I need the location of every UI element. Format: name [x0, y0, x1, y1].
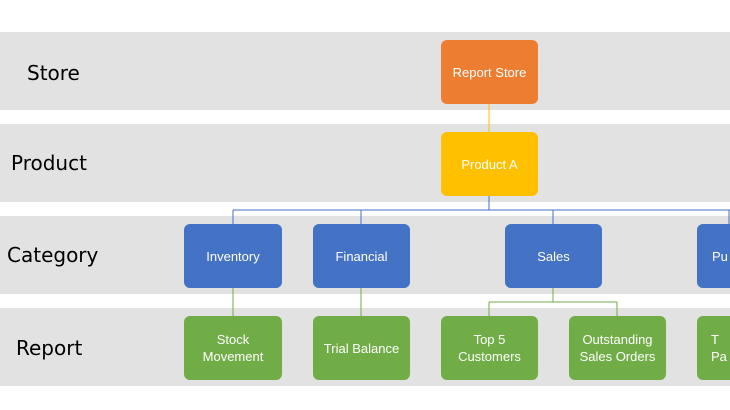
node-purchase-report-partial-label: T Pa	[711, 332, 727, 364]
level-label-product: Product	[11, 151, 87, 175]
node-purchase-partial: Pu	[697, 224, 730, 288]
level-band-product	[0, 124, 730, 202]
node-financial-label: Financial	[335, 248, 388, 264]
node-outstanding-sales-orders-label: Outstanding Sales Orders	[579, 332, 656, 364]
node-stock-movement: Stock Movement	[184, 316, 282, 380]
level-band-store	[0, 32, 730, 110]
node-trial-balance: Trial Balance	[313, 316, 410, 380]
node-financial: Financial	[313, 224, 410, 288]
node-purchase-partial-label: Pu	[712, 248, 728, 264]
node-report-store: Report Store	[441, 40, 538, 104]
node-top5-customers: Top 5 Customers	[441, 316, 538, 380]
node-report-store-label: Report Store	[452, 64, 527, 80]
level-label-store: Store	[27, 61, 80, 85]
node-stock-movement-label: Stock Movement	[202, 332, 264, 364]
node-purchase-report-partial: T Pa	[697, 316, 730, 380]
node-sales-label: Sales	[537, 248, 570, 264]
level-label-report: Report	[16, 336, 83, 360]
node-inventory-label: Inventory	[206, 248, 260, 264]
node-top5-customers-label: Top 5 Customers	[458, 332, 521, 364]
node-product-a-label: Product A	[461, 156, 518, 172]
node-product-a: Product A	[441, 132, 538, 196]
node-sales: Sales	[505, 224, 602, 288]
node-trial-balance-label: Trial Balance	[323, 340, 400, 356]
node-outstanding-sales-orders: Outstanding Sales Orders	[569, 316, 666, 380]
node-inventory: Inventory	[184, 224, 282, 288]
level-label-category: Category	[7, 243, 99, 267]
